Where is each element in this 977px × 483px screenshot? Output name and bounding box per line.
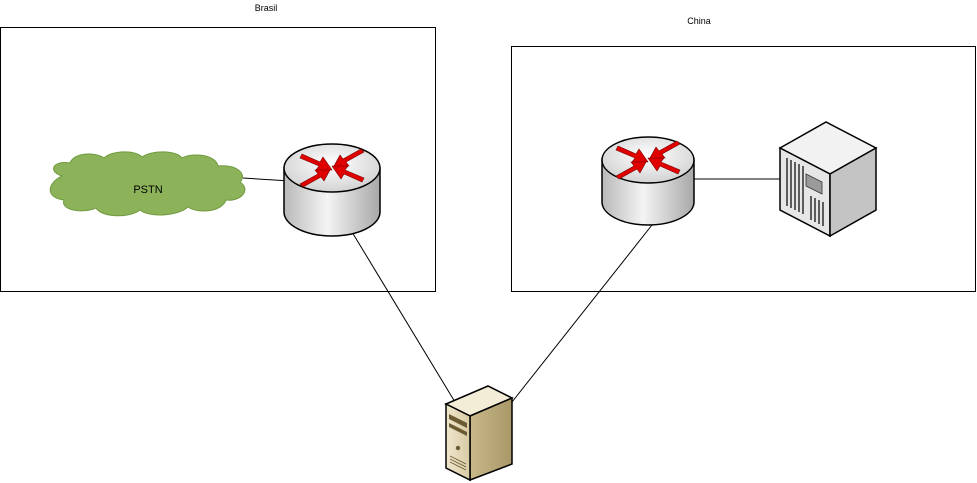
zone-china: China: [511, 16, 976, 292]
cloud-icon: [49, 151, 246, 217]
router-icon: [283, 143, 381, 237]
zone-china-box: [511, 46, 976, 292]
link-pstn-router-brasil: [242, 177, 291, 182]
mainframe: [778, 121, 878, 238]
zone-brasil-label: Brasil: [255, 3, 278, 13]
pstn-label: PSTN: [133, 184, 162, 196]
router-icon: [601, 136, 695, 226]
zone-brasil: Brasil: [0, 3, 436, 292]
link-router-china-server: [511, 224, 653, 403]
router-china: [601, 136, 695, 226]
pstn-cloud: PSTN: [49, 151, 246, 217]
zone-china-label: China: [687, 16, 711, 26]
mainframe-icon: [778, 121, 878, 238]
zone-brasil-box: [0, 27, 436, 292]
link-router-brasil-server: [351, 231, 456, 403]
router-brasil: [283, 143, 381, 237]
server-icon: [444, 385, 514, 482]
server: [444, 385, 514, 482]
